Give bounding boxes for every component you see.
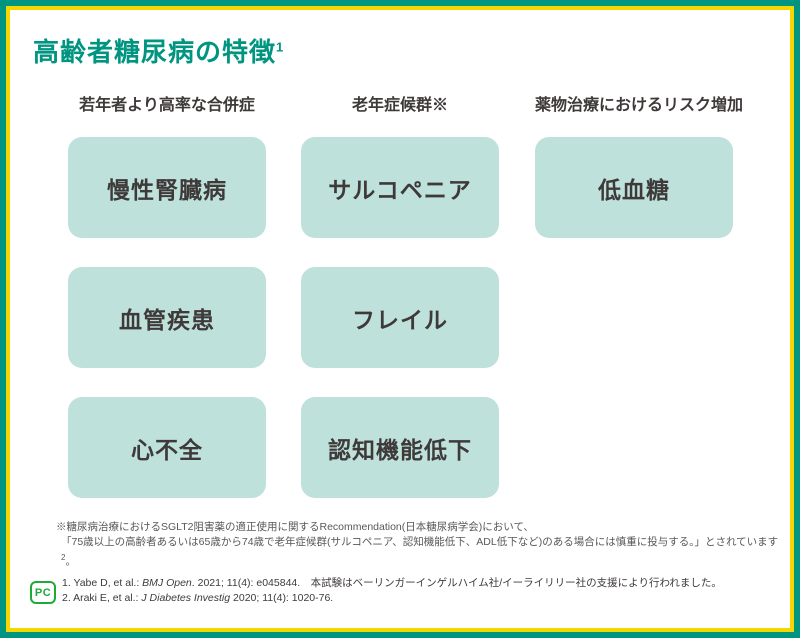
slide-frame-inner-border: 高齢者糖尿病の特徴1 若年者より高率な合併症 慢性腎臓病 血管疾患 心不全 老年…: [6, 6, 794, 632]
reference-text: . 2021; 11(4): e045844. 本試験はベーリンガーインゲルハイ…: [191, 577, 722, 589]
reference-text: 2020; 11(4): 1020-76.: [230, 591, 334, 604]
column-complications: 若年者より高率な合併症 慢性腎臓病 血管疾患 心不全: [68, 97, 266, 527]
feature-box-cognitive-decline: 認知機能低下: [301, 397, 499, 498]
footnote-line2-superscript: 2: [61, 553, 66, 562]
references: 1. Yabe D, et al.: BMJ Open. 2021; 11(4)…: [62, 576, 722, 605]
column-header-drug-treatment-risk: 薬物治療におけるリスク増加: [535, 97, 744, 114]
feature-box-frailty: フレイル: [301, 267, 499, 368]
footnote-line2-period: 。: [65, 555, 76, 568]
column-geriatric-syndrome: 老年症候群※ サルコペニア フレイル 認知機能低下: [301, 97, 499, 527]
feature-box-label: サルコペニア: [328, 176, 472, 203]
page-title-superscript: 1: [276, 39, 285, 55]
reference-text: 2. Araki E, et al.:: [62, 591, 142, 604]
feature-box-sarcopenia: サルコペニア: [301, 137, 499, 238]
pc-logo-icon: PC: [30, 581, 56, 604]
feature-box-label: 認知機能低下: [328, 436, 472, 463]
reference-journal: J Diabetes Investig: [141, 591, 231, 604]
feature-box-label: 低血糖: [598, 176, 670, 203]
reference-journal: BMJ Open: [142, 577, 192, 589]
slide-content: 高齢者糖尿病の特徴1 若年者より高率な合併症 慢性腎臓病 血管疾患 心不全 老年…: [10, 10, 790, 628]
reference-item-2: 2. Araki E, et al.: J Diabetes Investig …: [62, 591, 722, 606]
footnote-line2-text: 「75歳以上の高齢者あるいは65歳から74歳で老年症候群(サルコペニア、認知機能…: [61, 536, 779, 548]
feature-box-vascular: 血管疾患: [68, 267, 266, 368]
feature-box-ckd: 慢性腎臓病: [68, 137, 266, 238]
footnote: ※糖尿病治療におけるSGLT2阻害薬の適正使用に関するRecommendatio…: [56, 520, 790, 570]
page-title-text: 高齢者糖尿病の特徴: [33, 37, 277, 67]
feature-box-heart-failure: 心不全: [68, 397, 266, 498]
footnote-line2: 「75歳以上の高齢者あるいは65歳から74歳で老年症候群(サルコペニア、認知機能…: [56, 535, 790, 570]
page-title: 高齢者糖尿病の特徴1: [33, 32, 284, 69]
footnote-line1: ※糖尿病治療におけるSGLT2阻害薬の適正使用に関するRecommendatio…: [56, 521, 534, 533]
feature-box-label: 血管疾患: [119, 306, 215, 333]
feature-box-hypoglycemia: 低血糖: [535, 137, 733, 238]
reference-text: 1. Yabe D, et al.:: [62, 577, 143, 589]
column-drug-treatment-risk: 薬物治療におけるリスク増加 低血糖: [535, 97, 744, 267]
reference-item-1: 1. Yabe D, et al.: BMJ Open. 2021; 11(4)…: [62, 576, 722, 591]
feature-box-label: 慢性腎臓病: [107, 176, 227, 203]
column-header-complications: 若年者より高率な合併症: [79, 97, 255, 114]
feature-box-label: 心不全: [131, 436, 203, 463]
feature-box-label: フレイル: [352, 306, 448, 333]
pc-logo-label: PC: [34, 586, 52, 599]
column-header-geriatric-syndrome: 老年症候群※: [351, 97, 448, 114]
